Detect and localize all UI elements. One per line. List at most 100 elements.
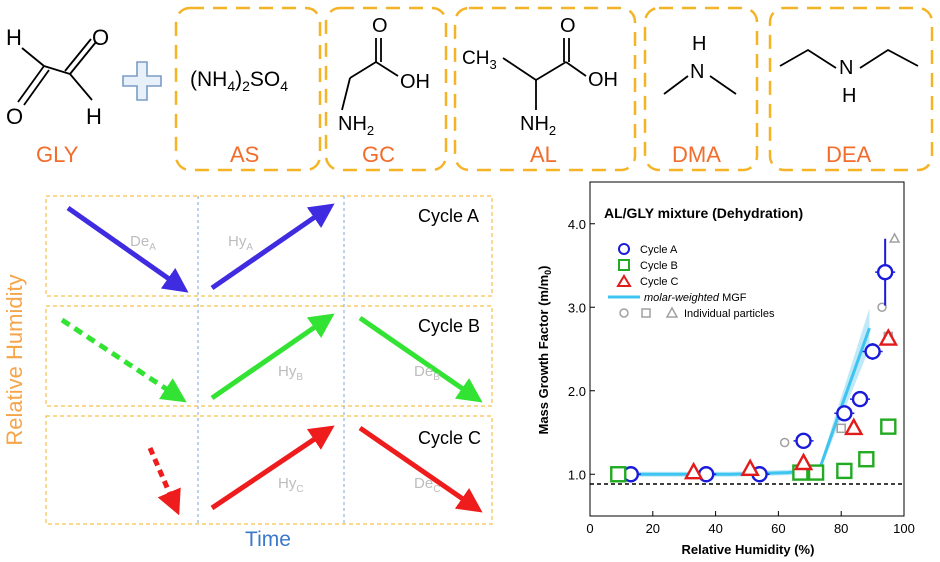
al-label: AL xyxy=(530,142,557,167)
individual-particle-point xyxy=(836,423,846,434)
cycle-c-point xyxy=(793,452,814,471)
cycle-a-label-hy: HyA xyxy=(228,233,253,253)
y-tick-label: 2.0 xyxy=(568,384,586,399)
dma-box: H N DMA xyxy=(643,6,759,172)
cycle-b-hydration-arrow xyxy=(210,313,335,401)
legend-cycle-c: Cycle C xyxy=(640,276,679,288)
dea-bonds xyxy=(779,48,919,69)
cycle-b-dehydration-arrow-2 xyxy=(358,315,483,403)
legend-individual: Individual particles xyxy=(684,308,775,320)
as-label: AS xyxy=(230,142,259,167)
plot-area xyxy=(589,181,905,517)
chart-ylabel: Mass Growth Factor (m/m0) xyxy=(536,266,553,435)
cycle-a-point xyxy=(876,263,894,281)
rh-axis-label: Relative Humidity xyxy=(2,274,27,445)
cycle-a-hydration-arrow xyxy=(210,203,335,291)
x-tick-label: 20 xyxy=(646,521,660,536)
al-atom-nh2: NH2 xyxy=(520,113,556,138)
gc-atom-nh2: NH2 xyxy=(338,113,374,138)
cycle-a-dehydration-arrow xyxy=(66,205,189,293)
dma-atom-n: N xyxy=(690,61,704,83)
cycle-b-row: Cycle B HyB DeB xyxy=(60,313,483,403)
cycle-a-label: Cycle A xyxy=(418,206,479,226)
al-atom-ch3: CH3 xyxy=(462,48,497,72)
cycle-c-row: Cycle C HyC DeC xyxy=(147,425,483,516)
scheme-column-dividers xyxy=(197,196,345,524)
chart-title: AL/GLY mixture (Dehydration) xyxy=(604,205,803,221)
gly-atom-o2: O xyxy=(6,104,23,129)
cycle-c-label-hy: HyC xyxy=(278,475,304,495)
cycle-b-point xyxy=(880,418,897,435)
x-tick-label: 40 xyxy=(708,521,722,536)
y-tick-label: 3.0 xyxy=(568,300,586,315)
cycle-c-dehydration-arrow xyxy=(147,447,181,516)
cycle-b-label-hy: HyB xyxy=(278,363,303,383)
cycle-c-point xyxy=(878,328,899,346)
x-tick-label: 60 xyxy=(771,521,785,536)
legend-marker-cycle-a xyxy=(618,243,630,255)
y-tick-label: 1.0 xyxy=(568,467,586,482)
al-box: CH3 O OH NH2 AL xyxy=(453,6,637,172)
x-tick-label: 0 xyxy=(586,521,593,536)
legend-marker-ind-circle xyxy=(619,308,629,318)
dma-bonds xyxy=(663,75,737,95)
gc-label: GC xyxy=(362,142,395,167)
legend-marker-cycle-b xyxy=(618,259,630,271)
al-bonds xyxy=(502,38,587,110)
y-axis: 1.0 2.0 3.0 4.0 xyxy=(568,217,595,482)
dma-label: DMA xyxy=(672,142,721,167)
chart-legend: Cycle A Cycle B Cycle C molar-weighted M… xyxy=(608,243,775,320)
x-axis: 0 20 40 60 80 100 xyxy=(586,511,915,536)
al-atom-oh: OH xyxy=(588,69,618,91)
dma-atom-h: H xyxy=(692,33,706,55)
cycle-b-label: Cycle B xyxy=(418,316,480,336)
data-marks xyxy=(610,232,901,483)
y-tick-label: 4.0 xyxy=(568,217,586,232)
cycle-b-label-de: DeB xyxy=(414,363,440,383)
cycle-c-label: Cycle C xyxy=(418,428,481,448)
individual-particle-point xyxy=(888,232,901,243)
dea-atom-h: H xyxy=(842,85,856,107)
plus-icon xyxy=(122,61,162,101)
gly-label: GLY xyxy=(36,142,79,167)
cycle-c-point xyxy=(844,417,864,436)
individual-particle-point xyxy=(877,302,887,312)
gc-atom-oh: OH xyxy=(400,71,430,93)
gly-atom-h1: H xyxy=(6,25,22,50)
cycle-b-point xyxy=(858,451,875,468)
individual-particle-point xyxy=(779,437,790,448)
cycle-c-point xyxy=(740,458,760,477)
cycle-b-point xyxy=(836,462,853,480)
legend-marker-ind-triangle xyxy=(665,306,679,318)
cycle-b-dehydration-arrow xyxy=(60,317,187,403)
as-box: (NH4)2SO4 AS xyxy=(174,6,322,172)
cycle-a-point xyxy=(851,390,869,408)
cycle-a-label-de: DeA xyxy=(130,233,156,253)
as-formula: (NH4)2SO4 xyxy=(190,68,288,94)
cycle-c-dehydration-arrow-2 xyxy=(358,425,483,513)
cycle-b-point xyxy=(610,466,627,483)
gly-bonds xyxy=(17,38,97,106)
legend-mgf: molar-weighted MGF xyxy=(644,292,747,304)
legend-cycle-a: Cycle A xyxy=(640,244,678,256)
dea-label: DEA xyxy=(826,142,872,167)
time-axis-label: Time xyxy=(245,528,291,551)
dea-atom-n: N xyxy=(839,57,853,79)
x-tick-label: 100 xyxy=(893,521,915,536)
gly-structure: H O O H GLY xyxy=(6,25,109,167)
gly-atom-h2: H xyxy=(86,104,102,129)
gc-atom-o: O xyxy=(372,15,388,37)
dea-box: N H DEA xyxy=(768,6,934,172)
scheme-row-frames xyxy=(45,195,493,525)
cycle-c-point xyxy=(683,461,704,480)
cycle-c-hydration-arrow xyxy=(210,425,335,511)
legend-cycle-b: Cycle B xyxy=(640,260,678,272)
x-tick-label: 80 xyxy=(834,521,848,536)
cycle-a-point xyxy=(795,432,812,450)
gc-box: O OH NH2 GC xyxy=(324,6,448,172)
cycle-a-row: Cycle A DeA HyA xyxy=(66,203,479,293)
gly-atom-o1: O xyxy=(92,25,109,50)
gc-bonds xyxy=(341,38,399,111)
